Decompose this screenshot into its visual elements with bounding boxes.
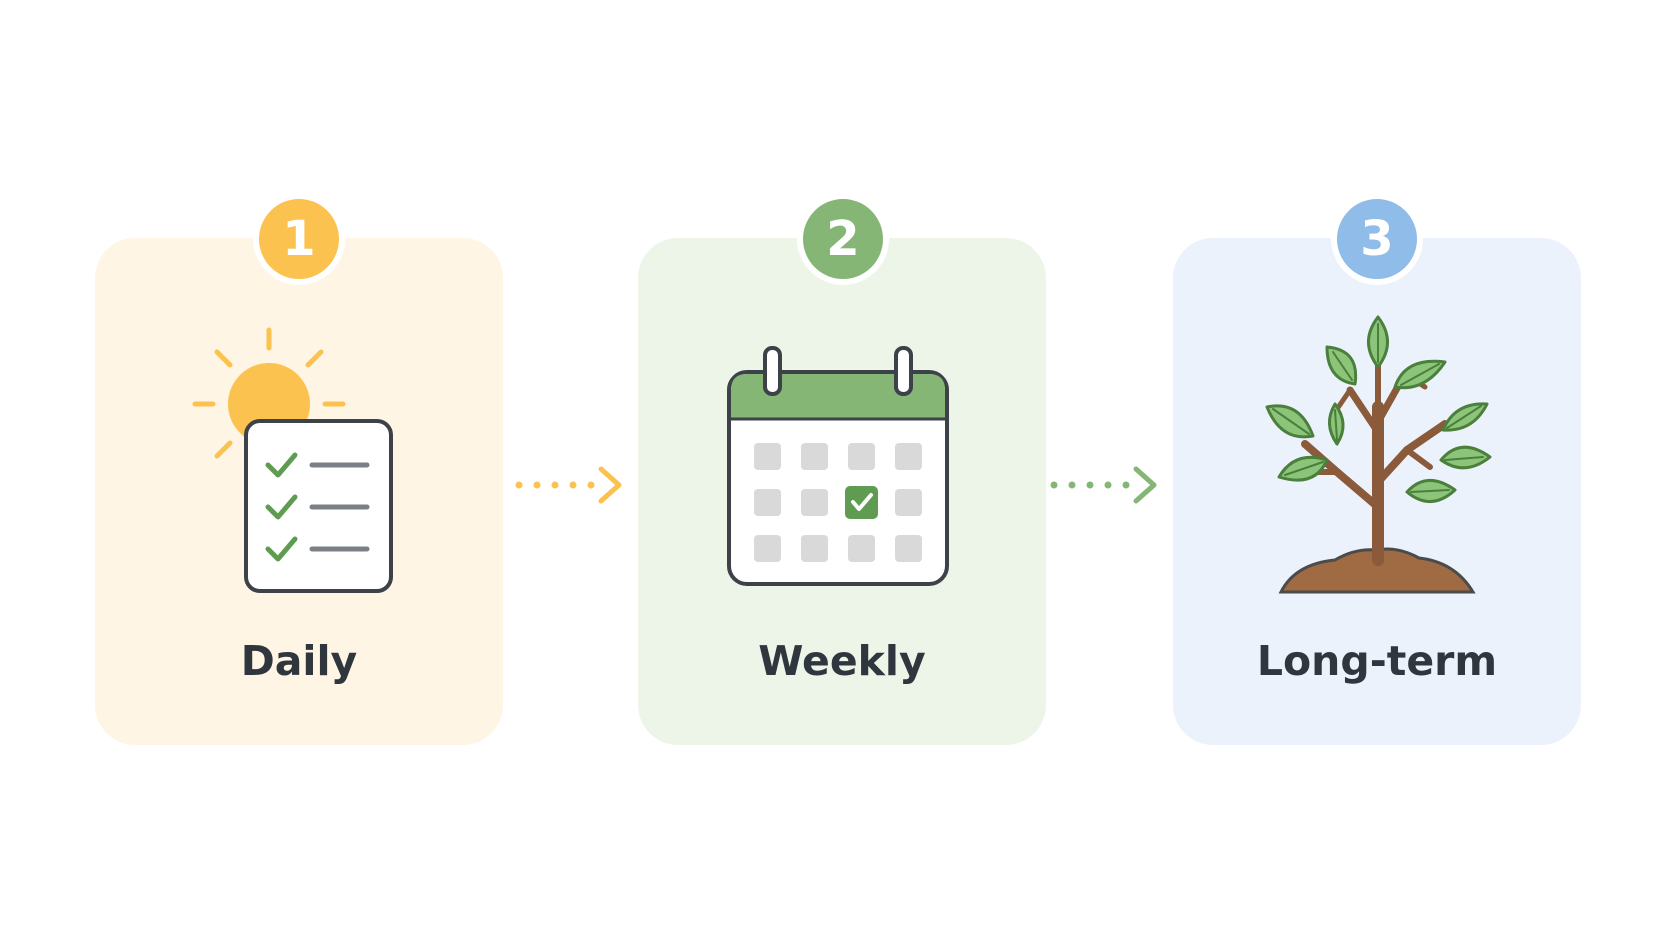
tree-icon bbox=[1265, 315, 1492, 594]
step-badge-1: 1 bbox=[253, 193, 345, 285]
step-badge-3: 3 bbox=[1331, 193, 1423, 285]
connector-arrow-1 bbox=[515, 466, 622, 504]
step-label-long-term: Long-term bbox=[1256, 637, 1498, 685]
step-label-daily: Daily bbox=[240, 637, 358, 685]
calendar-icon bbox=[727, 346, 949, 586]
sun-checklist-icon bbox=[192, 327, 393, 593]
connector-arrow-2 bbox=[1050, 466, 1157, 504]
step-label-weekly: Weekly bbox=[758, 637, 926, 685]
step-badge-2: 2 bbox=[797, 193, 889, 285]
